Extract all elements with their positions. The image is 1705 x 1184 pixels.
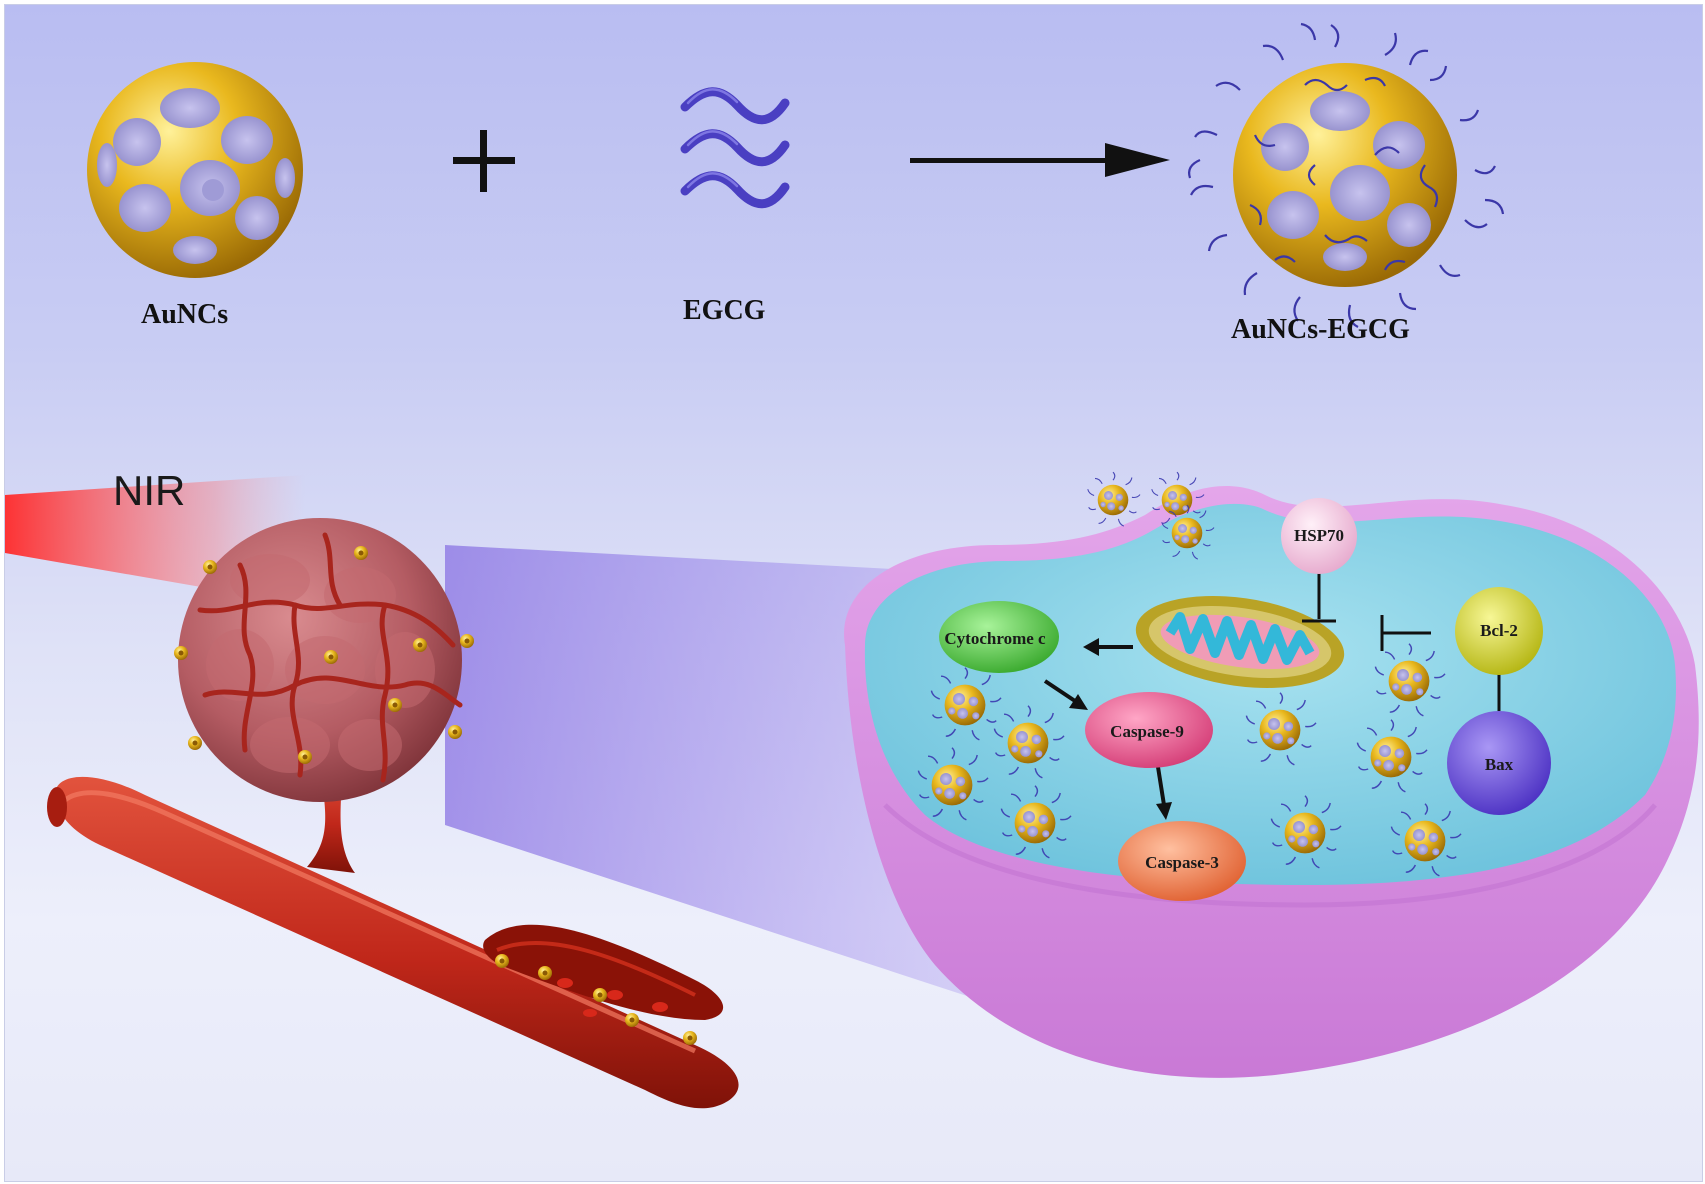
coated-nanocage-icon: [1188, 22, 1505, 328]
nir-label: NIR: [113, 467, 186, 514]
hsp70-label: HSP70: [1293, 526, 1345, 545]
arrow-right-icon: [910, 143, 1170, 177]
caspase3-label: Caspase-3: [1145, 853, 1219, 872]
egcg-label: EGCG: [683, 295, 766, 326]
cytochrome-label: Cytochrome c: [944, 629, 1046, 648]
gold-nanocage-icon: [87, 62, 303, 278]
schematic-stage: AuNCs EGCG AuNCs-EGCG NIR HSP70 Bcl-2 Ba…: [4, 4, 1703, 1182]
blood-vessel-icon: [47, 765, 739, 1109]
bcl2-label: Bcl-2: [1480, 621, 1518, 640]
schematic-diagram: [5, 22, 1699, 1109]
bax-label: Bax: [1484, 755, 1514, 774]
cytochrome-blob: [939, 601, 1059, 673]
caspase3-blob: [1118, 821, 1246, 901]
bax-blob: [1447, 711, 1551, 815]
activation-arrows: [1043, 638, 1172, 820]
cell-icon: [844, 486, 1699, 1078]
aunc-label: AuNCs: [141, 299, 229, 330]
caspase9-blob: [1085, 692, 1213, 768]
mitochondrion-icon: [1135, 596, 1345, 688]
product-label: AuNCs-EGCG: [1231, 314, 1410, 345]
plus-icon: [453, 130, 515, 192]
bcl2-blob: [1455, 587, 1543, 675]
tumor-icon: [174, 518, 474, 802]
egcg-strand-icon: [680, 87, 790, 209]
hsp70-blob: [1281, 498, 1357, 574]
caspase9-label: Caspase-9: [1110, 722, 1184, 741]
